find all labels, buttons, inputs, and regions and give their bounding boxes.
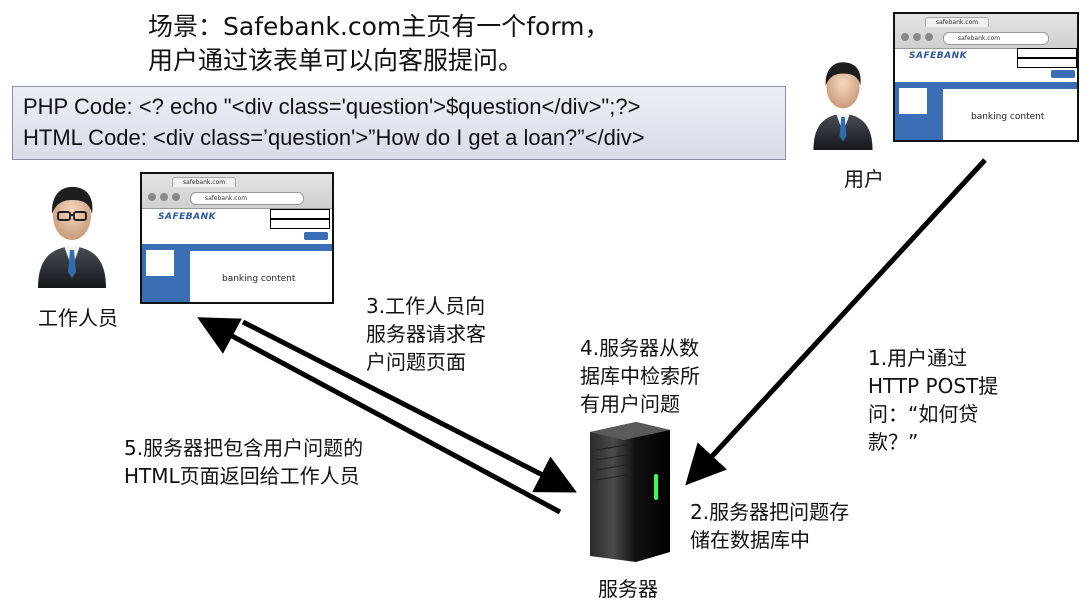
staff-label: 工作人员 [38, 306, 118, 330]
step-3-line2: 服务器请求客 [366, 322, 486, 346]
step-4-text: 4.服务器从数 据库中检索所 有用户问题 [580, 334, 700, 418]
reload-icon [925, 33, 933, 41]
arrow-staff-to-server [241, 319, 577, 493]
browser-chrome: safebank.com safebank.com [895, 14, 1077, 49]
html-code-line: HTML Code: <div class=’question'>”How do… [23, 125, 645, 150]
form-field-1 [270, 209, 330, 219]
safebank-logo: SAFEBANK [158, 212, 217, 222]
step-4-line1: 4.服务器从数 [580, 336, 700, 360]
step-2-line2: 储在数据库中 [690, 528, 810, 552]
blue-banner [895, 82, 1077, 89]
browser-tab: safebank.com [172, 177, 237, 187]
safebank-logo: SAFEBANK [909, 51, 968, 61]
reload-icon [172, 193, 180, 201]
form-submit-button [304, 232, 328, 240]
blue-sidebar [142, 244, 190, 302]
step-1-text: 1.用户通过 HTTP POST提 问：“如何贷 款？” [868, 344, 998, 456]
arrow-server-to-staff [197, 317, 562, 515]
step-4-line2: 据库中检索所 [580, 364, 700, 388]
sidebar-box [899, 88, 927, 114]
step-5-line1: 5.服务器把包含用户问题的 [124, 436, 364, 460]
blue-sidebar [895, 82, 943, 140]
blue-banner [142, 244, 332, 251]
step-5-line2: HTML页面返回给工作人员 [124, 464, 360, 488]
server-led [654, 474, 658, 500]
user-label: 用户 [844, 167, 884, 191]
back-icon [901, 33, 909, 41]
sidebar-box [146, 250, 174, 276]
scenario-title-line2: 用户通过该表单可以向客服提问。 [148, 46, 524, 75]
step-1-line2: HTTP POST提 [868, 374, 999, 398]
step-3-text: 3.工作人员向 服务器请求客 户问题页面 [366, 292, 486, 376]
step-1-line4: 款？” [868, 430, 919, 454]
form-field-2 [1017, 58, 1077, 68]
php-code-line: PHP Code: <? echo "<div class='question'… [23, 94, 641, 119]
forward-icon [913, 33, 921, 41]
address-bar: safebank.com [190, 192, 304, 205]
browser-tab: safebank.com [925, 17, 990, 27]
user-browser-window: safebank.com safebank.com SAFEBANK banki… [893, 12, 1079, 142]
form-submit-button [1051, 70, 1075, 78]
banking-content: banking content [971, 112, 1045, 122]
form-field-1 [1017, 48, 1077, 58]
arrow-user-to-server [685, 158, 987, 486]
scenario-title-line1: 场景：Safebank.com主页有一个form， [148, 12, 610, 41]
forward-icon [160, 193, 168, 201]
user-person-icon [813, 62, 873, 151]
browser-chrome: safebank.com safebank.com [142, 174, 332, 209]
banking-content: banking content [222, 274, 296, 284]
step-4-line3: 有用户问题 [580, 392, 680, 416]
step-2-line1: 2.服务器把问题存 [690, 500, 850, 524]
step-1-line3: 问：“如何贷 [868, 402, 979, 426]
server-label: 服务器 [598, 577, 658, 601]
back-icon [148, 193, 156, 201]
step-1-line1: 1.用户通过 [868, 346, 968, 370]
server-icon [590, 422, 670, 562]
code-box: PHP Code: <? echo "<div class='question'… [12, 86, 786, 160]
step-2-text: 2.服务器把问题存 储在数据库中 [690, 498, 849, 554]
step-3-line3: 户问题页面 [366, 350, 466, 374]
address-bar: safebank.com [943, 32, 1049, 45]
scenario-title: 场景：Safebank.com主页有一个form， 用户通过该表单可以向客服提问… [148, 10, 610, 78]
step-3-line1: 3.工作人员向 [366, 294, 486, 318]
staff-person-icon [38, 186, 106, 288]
staff-browser-window: safebank.com safebank.com SAFEBANK banki… [140, 172, 334, 304]
form-field-2 [270, 219, 330, 229]
step-5-text: 5.服务器把包含用户问题的 HTML页面返回给工作人员 [124, 434, 363, 490]
